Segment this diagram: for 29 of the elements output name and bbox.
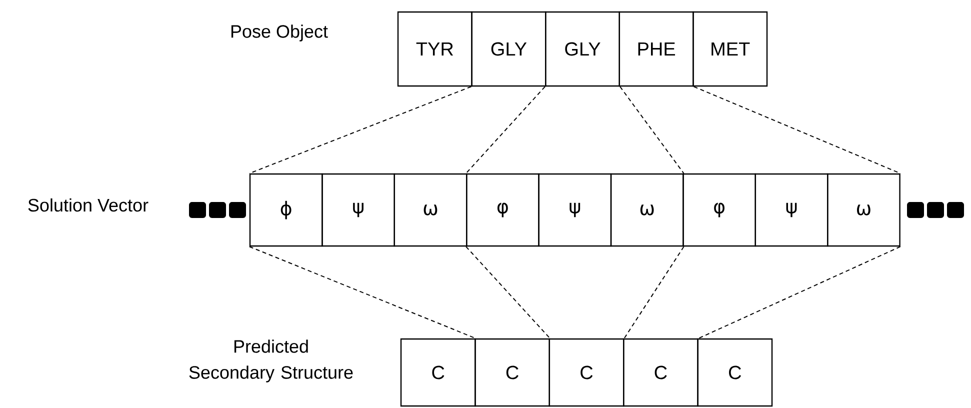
structure-box: C: [623, 338, 698, 407]
label: Solution Vector: [28, 198, 148, 212]
structure-box: C: [697, 338, 773, 407]
connector-line: [466, 86, 546, 174]
connector-line: [624, 246, 684, 339]
connector-line: [693, 86, 901, 174]
label: Pose Object: [231, 24, 328, 42]
angle-box: ω: [610, 173, 684, 247]
angle-box: ϕ: [249, 173, 323, 247]
angle-box: φ: [466, 173, 540, 247]
angle-box: φ: [682, 173, 756, 247]
angle-box: ψ: [322, 173, 395, 247]
structure-box: C: [400, 338, 476, 407]
angle-box: ψ: [754, 173, 828, 247]
residue-box: GLY: [471, 11, 546, 87]
label: Predicted Secondary Structure: [189, 340, 353, 382]
structure-box: C: [548, 338, 624, 407]
residue-box: GLY: [545, 11, 620, 87]
residue-box: PHE: [618, 11, 694, 87]
connector-line: [466, 246, 550, 339]
residue-box: MET: [692, 11, 768, 87]
connector-line: [248, 246, 476, 339]
angle-box: ψ: [538, 173, 612, 247]
angle-box: ω: [394, 173, 468, 247]
connector-line: [620, 86, 684, 174]
structure-box: C: [474, 338, 550, 407]
connector-line: [698, 246, 901, 339]
angle-box: ω: [827, 173, 900, 247]
residue-box: TYR: [397, 11, 472, 87]
